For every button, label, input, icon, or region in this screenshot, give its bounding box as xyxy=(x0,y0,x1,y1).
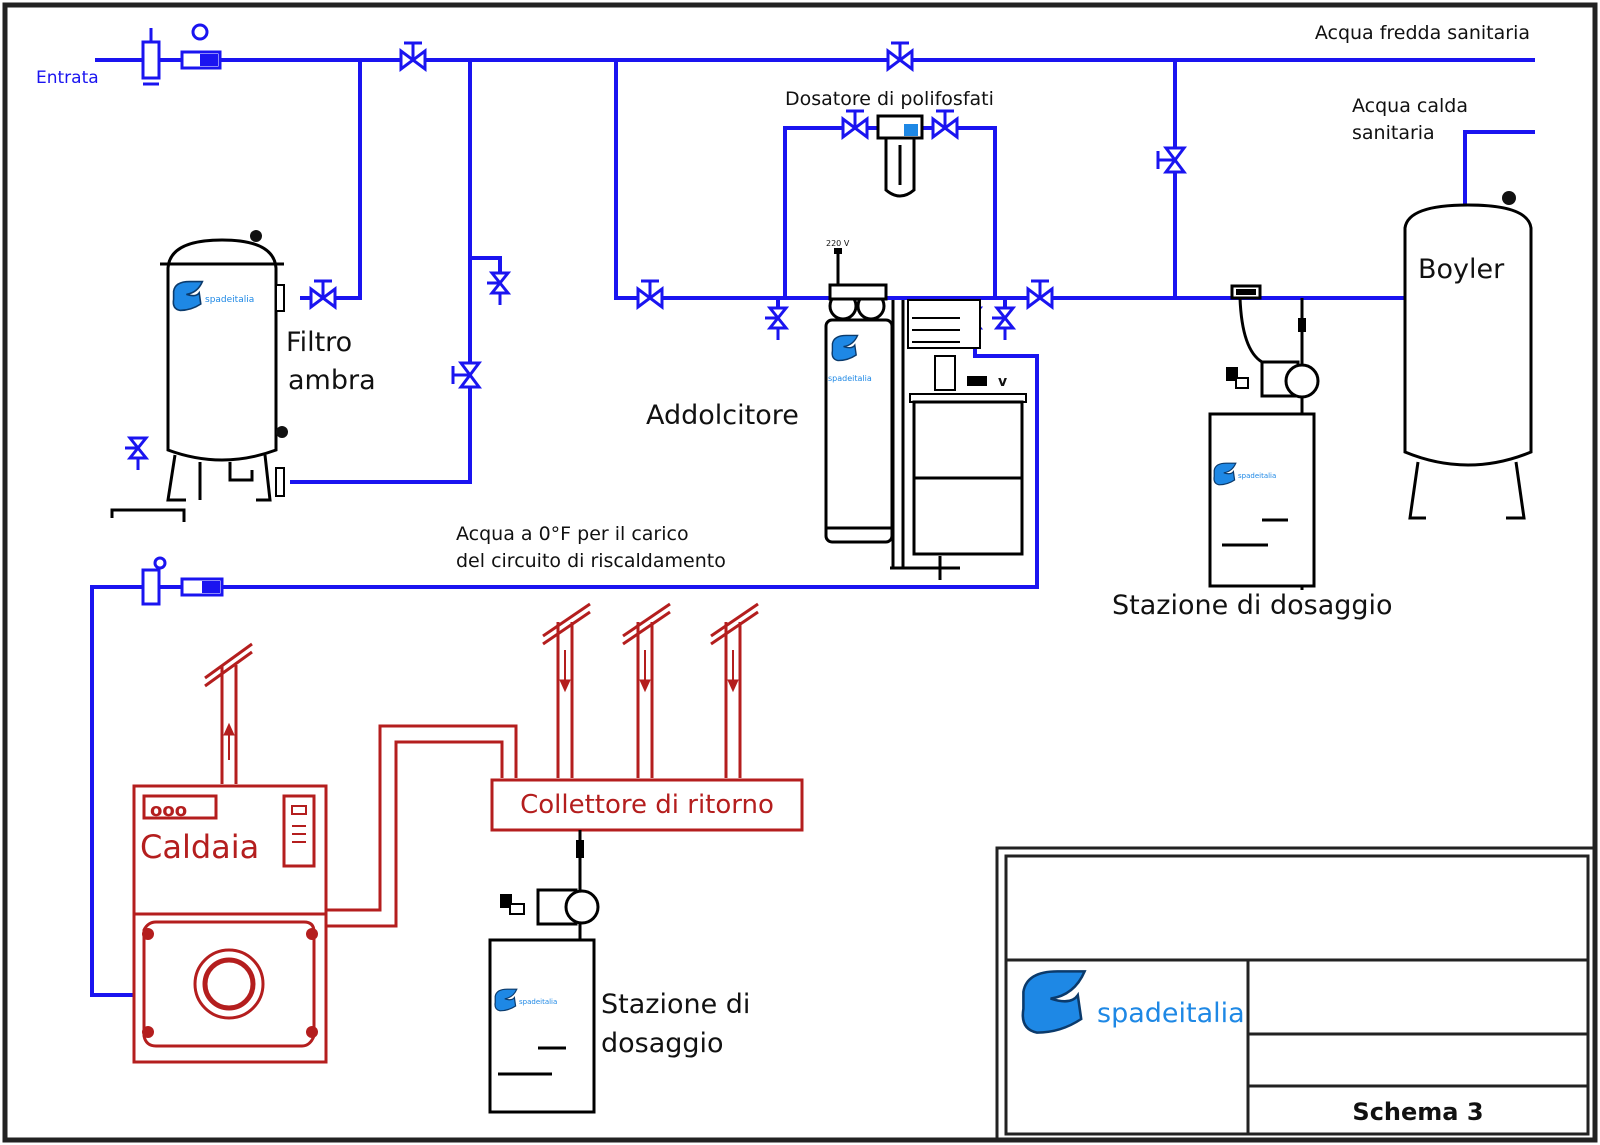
water-meter-icon xyxy=(180,23,222,70)
label-boyler: Boyler xyxy=(1418,254,1505,285)
voltage-label: 220 V xyxy=(826,239,850,248)
gate-valve-icon xyxy=(636,279,664,309)
label-filtro: Filtro xyxy=(286,327,352,358)
drain-valve-icon xyxy=(990,306,1015,342)
gate-valve-icon xyxy=(841,109,869,139)
drain-valve-icon xyxy=(123,436,148,472)
label-entrata: Entrata xyxy=(36,68,99,88)
gate-valve-icon xyxy=(1026,279,1054,309)
heating-fill-meter-icon xyxy=(180,577,224,597)
heating-circuit xyxy=(204,602,759,928)
label-acqua-fredda: Acqua fredda sanitaria xyxy=(1315,22,1530,44)
gate-valve-icon xyxy=(931,109,959,139)
label-stazione-lower-1: Stazione di xyxy=(601,989,750,1020)
polyphosphate-doser xyxy=(876,114,924,198)
drain-valve-icon xyxy=(485,271,510,307)
drain-valve-icon xyxy=(763,306,788,342)
label-ambra: ambra xyxy=(288,365,376,396)
title-company: spadeitalia xyxy=(1097,998,1245,1029)
softener-v-label: v xyxy=(998,374,1007,390)
water-softener xyxy=(824,248,1027,580)
label-acqua-calda-1: Acqua calda xyxy=(1352,95,1468,117)
softener-logo-text: spadeitalia xyxy=(828,374,872,383)
gate-valve-icon xyxy=(886,41,914,71)
label-acqua-0f-1: Acqua a 0°F per il carico xyxy=(456,523,689,545)
label-acqua-calda-2: sanitaria xyxy=(1352,122,1435,144)
label-caldaia: Caldaia xyxy=(140,828,259,866)
label-dosatore: Dosatore di polifosfati xyxy=(785,88,994,110)
heating-fill-filter-icon xyxy=(141,556,167,606)
amber-filter-tank xyxy=(110,230,288,522)
label-addolcitore: Addolcitore xyxy=(646,400,799,431)
inlet-filter-icon xyxy=(141,28,161,86)
dosing-station-lower xyxy=(488,830,600,1114)
label-acqua-0f-2: del circuito di riscaldamento xyxy=(456,550,726,572)
label-stazione-lower-2: dosaggio xyxy=(601,1028,724,1059)
return-manifold xyxy=(490,778,804,832)
title-block xyxy=(995,846,1597,1142)
doser-lower-logo-text: spadeitalia xyxy=(519,998,557,1006)
spadeitalia-logo-icon xyxy=(1021,970,1087,1034)
gate-valve-icon xyxy=(399,41,427,71)
caldaia-panel-text: ooo xyxy=(150,800,187,821)
flow-arrow-icon xyxy=(223,650,739,760)
gate-valve-icon xyxy=(1156,146,1186,174)
title-drawing-number: Schema 3 xyxy=(1352,1098,1483,1126)
boiler-caldaia xyxy=(132,784,328,1064)
label-collettore: Collettore di ritorno xyxy=(520,790,774,820)
gate-valve-icon xyxy=(451,361,481,389)
doser-logo-text: spadeitalia xyxy=(1238,472,1276,480)
gate-valve-icon xyxy=(309,279,337,309)
label-stazione-upper: Stazione di dosaggio xyxy=(1112,590,1393,621)
dosing-station-upper xyxy=(1208,284,1320,590)
boiler-tank xyxy=(1403,191,1533,520)
filter-logo-text: spadeitalia xyxy=(205,295,254,305)
